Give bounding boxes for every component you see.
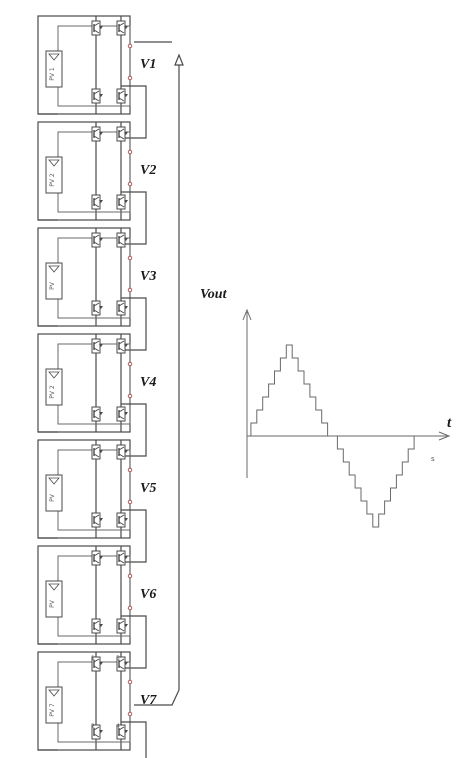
voltage-label: V4: [140, 375, 156, 390]
switch-number: 2: [91, 723, 95, 730]
switch-s4-icon: [116, 88, 128, 104]
h-bridge-cell: PV V3: [37, 227, 156, 351]
x-unit-label: s: [431, 455, 435, 463]
pv-label: PV 2: [49, 173, 56, 187]
switch-s2-icon: [91, 406, 103, 422]
voltage-label: V3: [140, 269, 156, 284]
pv-panel: PV: [45, 474, 63, 512]
h-bridge-cell: PV 1 V1: [37, 15, 156, 139]
voltage-label: V2: [140, 163, 156, 178]
pv-panel: PV 7: [45, 686, 63, 724]
pv-label: PV 7: [49, 703, 56, 717]
switch-s1-icon: [91, 232, 103, 248]
switch-s3-icon: [116, 656, 128, 672]
pv-panel: PV 1: [45, 50, 63, 88]
x-axis-arrow-icon: [438, 431, 451, 441]
switch-s1-icon: [91, 20, 103, 36]
pv-label: PV 1: [49, 67, 56, 81]
pv-panel: PV 2: [45, 156, 63, 194]
switch-s2-icon: [91, 300, 103, 316]
h-bridge-cell: PV 2 V4: [37, 333, 156, 457]
pv-panel: PV: [45, 262, 63, 300]
h-bridge-cell: PV 7 V7 1 3 2 4: [37, 651, 157, 758]
switch-s1-icon: [91, 656, 103, 672]
staircase-waveform: [247, 344, 420, 528]
switch-s1-icon: [91, 444, 103, 460]
voltage-label: V7: [140, 693, 157, 708]
switch-s3-icon: [116, 550, 128, 566]
pv-label: PV: [49, 281, 56, 290]
h-bridge-cell: PV 2 V2: [37, 121, 156, 245]
switch-number: 1: [91, 655, 95, 662]
switch-s1-icon: [91, 550, 103, 566]
output-rail: [134, 41, 184, 706]
switch-s2-icon: [91, 194, 103, 210]
vout-waveform-plot: Vout t s: [200, 287, 452, 528]
switch-s2-icon: [91, 618, 103, 634]
pv-label: PV 2: [49, 385, 56, 399]
y-axis-label: Vout: [200, 287, 228, 302]
h-bridge-cell: PV V6: [37, 545, 156, 669]
switch-s2-icon: [91, 512, 103, 528]
switch-s3-icon: [116, 126, 128, 142]
switch-s2-icon: [91, 88, 103, 104]
switch-s2-icon: [91, 724, 103, 740]
switch-s1-icon: [91, 338, 103, 354]
x-axis-label: t: [447, 415, 452, 431]
voltage-label: V1: [140, 57, 156, 72]
switch-s4-icon: [116, 300, 128, 316]
pv-panel: PV 2: [45, 368, 63, 406]
pv-panel: PV: [45, 580, 63, 618]
switch-s4-icon: [116, 194, 128, 210]
rail-arrow-icon: [174, 53, 184, 66]
switch-s4-icon: [116, 512, 128, 528]
switch-s4-icon: [116, 406, 128, 422]
switch-number: 4: [116, 723, 120, 730]
y-axis-arrow-icon: [242, 308, 252, 321]
pv-label: PV: [49, 599, 56, 608]
h-bridge-cell: PV V5: [37, 439, 156, 563]
switch-s4-icon: [116, 618, 128, 634]
switch-s3-icon: [116, 20, 128, 36]
switch-s1-icon: [91, 126, 103, 142]
switch-s4-icon: [116, 724, 128, 740]
voltage-label: V5: [140, 481, 156, 496]
pv-label: PV: [49, 493, 56, 502]
switch-s3-icon: [116, 338, 128, 354]
switch-s3-icon: [116, 444, 128, 460]
switch-number: 3: [116, 655, 120, 662]
switch-s3-icon: [116, 232, 128, 248]
voltage-label: V6: [140, 587, 156, 602]
